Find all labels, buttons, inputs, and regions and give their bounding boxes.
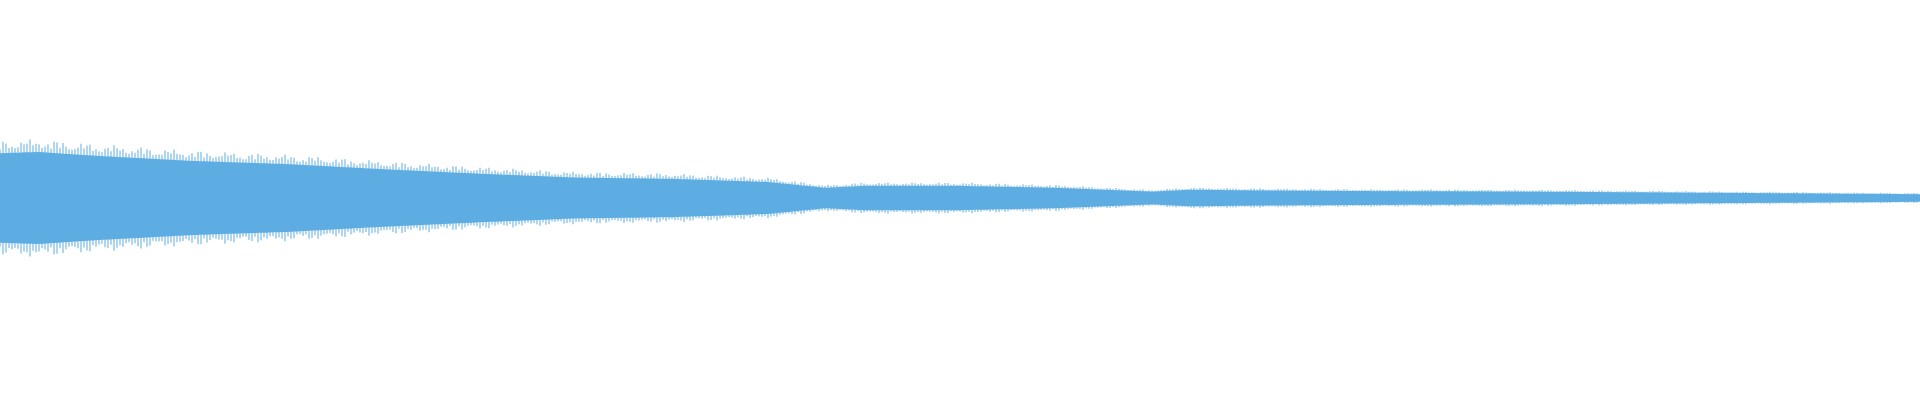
waveform-spikes xyxy=(0,139,1918,257)
waveform-oscillation xyxy=(0,139,1918,257)
